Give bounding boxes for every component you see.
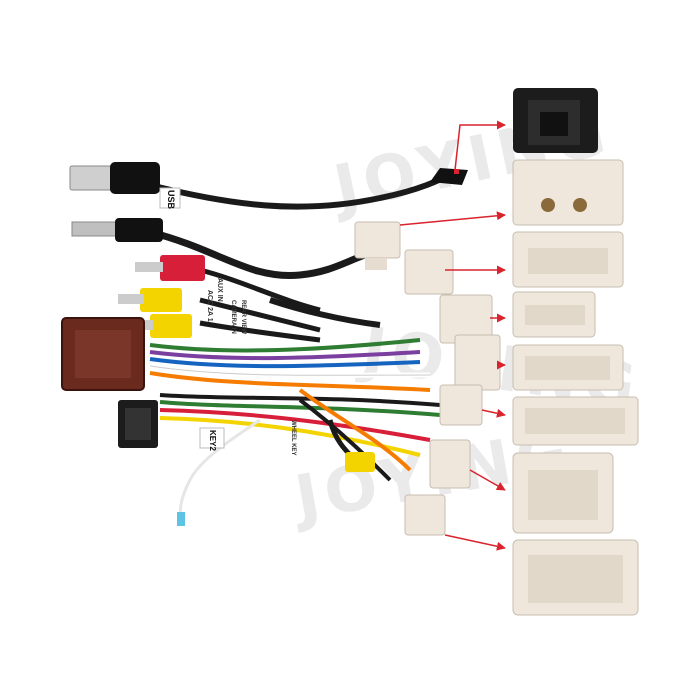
rca-cables: AUX IN ACC 2A 1 CAMERA IN REAR VIEW [118, 255, 321, 343]
middle-white-connectors [404, 249, 501, 536]
connector-face-6 [512, 396, 639, 446]
connector-face-7 [512, 452, 614, 534]
key2-wire: KEY2 WHEEL KEY [177, 418, 296, 526]
black-connector [118, 400, 158, 448]
wire-bundle [149, 297, 441, 482]
wheel-key-label: WHEEL KEY [290, 420, 296, 456]
usb-plug [69, 165, 116, 191]
yellow-rca-jack [327, 419, 375, 472]
usb-label: USB [166, 190, 176, 210]
rca-red-plug [160, 255, 205, 281]
connector-face-1 [513, 88, 598, 153]
white-connector-small [354, 221, 401, 270]
camera-label: CAMERA IN [230, 300, 236, 334]
rca-yellow-plug-2 [150, 314, 192, 338]
can-bus-box [61, 317, 145, 391]
rear-view-label: REAR VIEW [240, 300, 246, 334]
connector-face-2 [512, 159, 624, 226]
connector-face-3 [512, 231, 624, 288]
key2-label: KEY2 [208, 430, 217, 451]
rca-yellow-plug-1 [140, 288, 182, 312]
antenna-cable [71, 218, 367, 280]
acc-label: ACC 2A 1 [206, 290, 213, 322]
pointer-arrows [399, 120, 506, 551]
connector-face-8 [512, 539, 639, 616]
usb-cable: USB [69, 162, 468, 210]
aux-label: AUX IN [216, 278, 223, 302]
connector-face-4 [512, 291, 596, 338]
connector-face-5 [512, 344, 624, 391]
